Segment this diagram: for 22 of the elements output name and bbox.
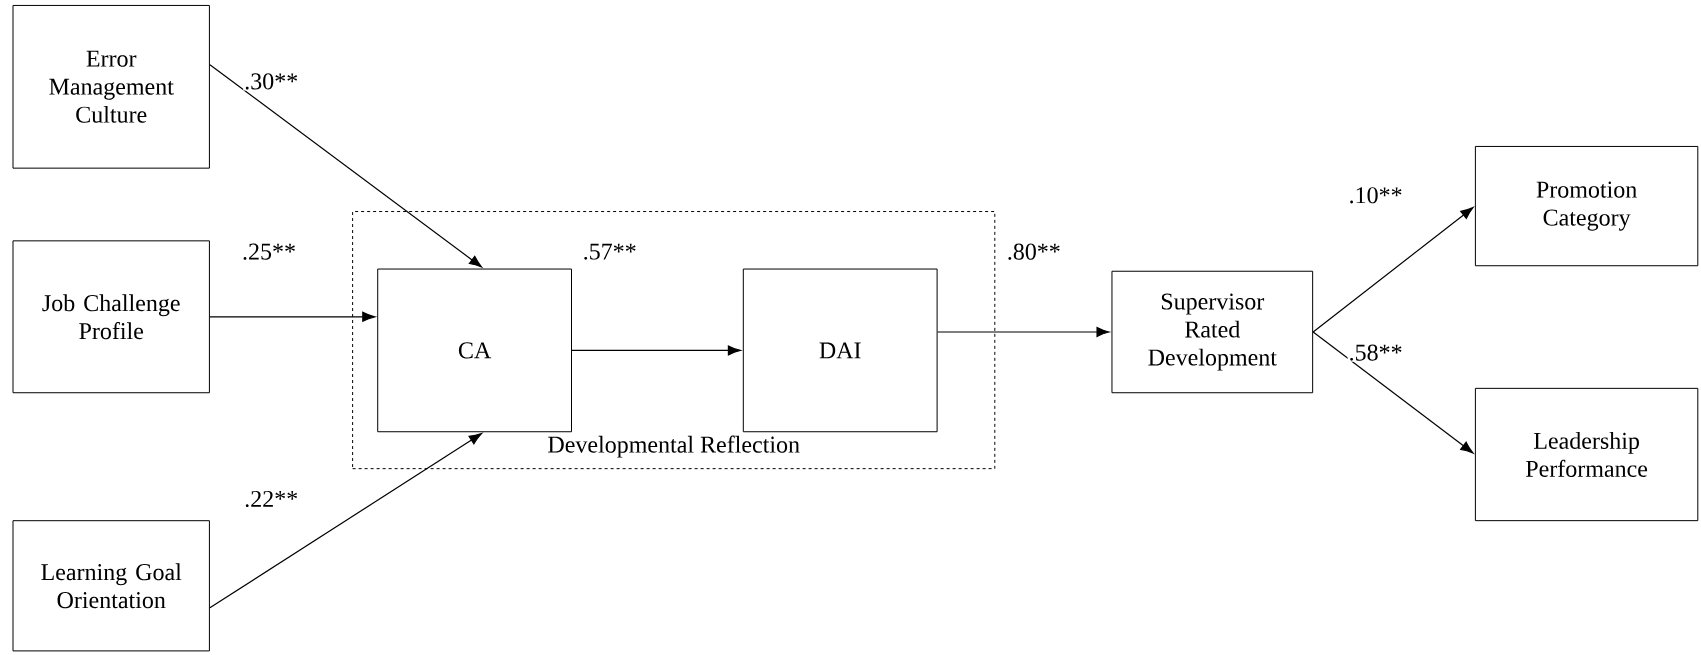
path-coefficient: .22** (243, 489, 300, 509)
variable-box: DAI (742, 268, 938, 433)
arrow (1312, 207, 1474, 333)
variable-box: Leadership Performance (1474, 387, 1699, 522)
arrow (209, 311, 376, 322)
path-coefficient: .30** (243, 72, 300, 91)
path-coefficient: .57** (581, 242, 638, 261)
path-coefficient: .10** (1347, 186, 1404, 205)
arrow (571, 345, 741, 356)
arrow (209, 64, 483, 268)
variable-box: Error Management Culture (12, 4, 210, 169)
arrow (1312, 331, 1474, 454)
path-coefficient: .58** (1347, 343, 1404, 362)
path-coefficient: .25** (241, 242, 297, 261)
path-coefficient: .80** (1005, 242, 1062, 261)
variable-box: CA (377, 268, 572, 433)
arrow (209, 433, 483, 609)
variable-box: Learning Goal Orientation (12, 520, 210, 652)
variable-box: Job Challenge Profile (12, 240, 210, 394)
variable-box: Promotion Category (1474, 145, 1699, 267)
arrow (937, 326, 1110, 338)
variable-box: Supervisor Rated Development (1111, 270, 1314, 394)
